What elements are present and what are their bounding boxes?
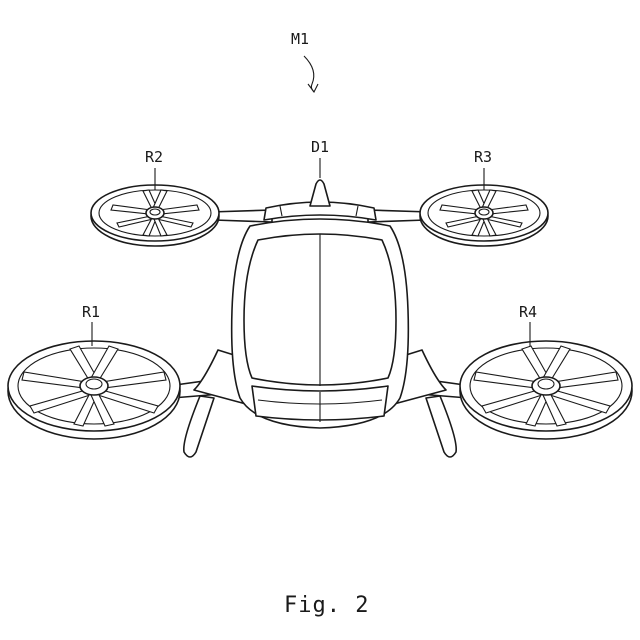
label-r2: R2 (145, 148, 163, 166)
arrowhead-m1 (308, 84, 318, 92)
figure-caption: Fig. 2 (284, 593, 369, 618)
leader-m1 (304, 56, 314, 92)
rotor-r3 (420, 185, 548, 246)
label-r4: R4 (519, 303, 537, 321)
label-m1: M1 (291, 30, 309, 48)
label-r1: R1 (82, 303, 100, 321)
rotor-r2 (91, 185, 219, 246)
nose-sensor (310, 180, 330, 206)
label-r3: R3 (474, 148, 492, 166)
label-d1: D1 (311, 138, 329, 156)
fuselage (194, 202, 446, 428)
rotor-r4 (460, 341, 632, 439)
rotor-r1 (8, 341, 180, 439)
